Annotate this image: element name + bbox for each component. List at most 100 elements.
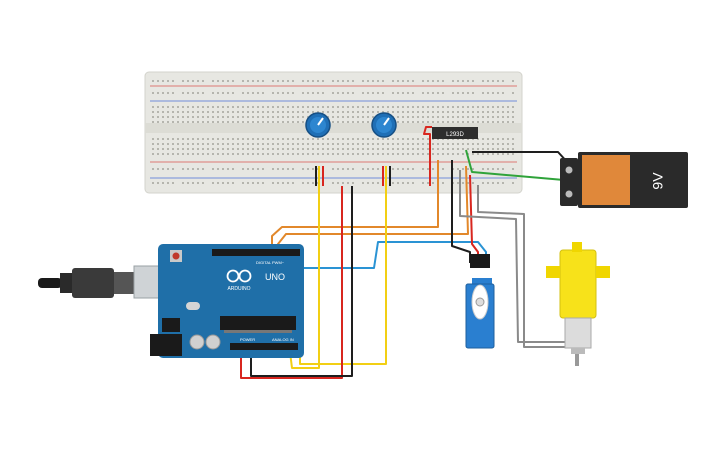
breadboard-hole [387, 153, 389, 155]
breadboard-hole [402, 168, 404, 170]
breadboard-hole [222, 168, 224, 170]
breadboard-hole [252, 80, 254, 82]
breadboard-hole [222, 143, 224, 145]
wire-yellow-1[interactable] [289, 166, 320, 369]
breadboard-hole [297, 143, 299, 145]
servo-motor[interactable] [465, 254, 495, 349]
breadboard-hole [187, 143, 189, 145]
breadboard-hole [252, 92, 254, 94]
breadboard-hole [187, 121, 189, 123]
wire-blue[interactable] [283, 241, 487, 269]
breadboard-hole [292, 153, 294, 155]
breadboard-hole [262, 92, 264, 94]
power-analog-header[interactable] [230, 343, 298, 350]
breadboard-hole [462, 121, 464, 123]
breadboard-hole [197, 153, 199, 155]
breadboard-hole [437, 111, 439, 113]
dc-motor[interactable] [546, 242, 610, 366]
potentiometer-2[interactable] [371, 112, 397, 138]
breadboard-hole [282, 80, 284, 82]
breadboard-hole [352, 143, 354, 145]
breadboard-hole [492, 121, 494, 123]
wire-red[interactable] [423, 126, 432, 186]
breadboard-hole [422, 143, 424, 145]
digital-header[interactable] [212, 249, 300, 256]
breadboard-hole [207, 111, 209, 113]
breadboard-hole [332, 148, 334, 150]
breadboard-hole [332, 153, 334, 155]
breadboard-hole [497, 80, 499, 82]
breadboard-hole [347, 116, 349, 118]
breadboard-hole [357, 148, 359, 150]
breadboard-hole [167, 148, 169, 150]
breadboard-hole [192, 106, 194, 108]
breadboard-hole [337, 168, 339, 170]
breadboard-hole [247, 80, 249, 82]
breadboard-hole [472, 143, 474, 145]
breadboard-hole [182, 106, 184, 108]
breadboard-hole [477, 121, 479, 123]
breadboard-hole [222, 106, 224, 108]
wire-red-power[interactable] [240, 186, 343, 379]
battery-9v[interactable]: 9V [560, 152, 688, 208]
breadboard-hole [362, 92, 364, 94]
wire-black-ground[interactable] [250, 186, 353, 377]
breadboard-hole [512, 106, 514, 108]
breadboard-hole [487, 80, 489, 82]
breadboard-hole [247, 116, 249, 118]
breadboard-hole [342, 153, 344, 155]
breadboard-hole [312, 153, 314, 155]
breadboard-hole [262, 106, 264, 108]
potentiometer-1[interactable] [305, 112, 331, 138]
breadboard-hole [192, 148, 194, 150]
breadboard-hole [362, 106, 364, 108]
usb-cable[interactable] [38, 265, 165, 299]
breadboard-hole [437, 116, 439, 118]
l293d-chip[interactable]: L293D [432, 127, 478, 139]
breadboard-hole [207, 121, 209, 123]
breadboard-hole [212, 168, 214, 170]
wire-orange-1[interactable] [271, 160, 439, 258]
wire-battery-green[interactable] [465, 149, 565, 181]
breadboard-hole [277, 106, 279, 108]
breadboard-hole [247, 121, 249, 123]
breadboard-hole [227, 121, 229, 123]
wire-motor-gray-2[interactable] [477, 185, 568, 348]
breadboard-hole [162, 116, 164, 118]
breadboard-hole [402, 92, 404, 94]
breadboard-hole [242, 111, 244, 113]
breadboard-hole [362, 148, 364, 150]
breadboard-hole [352, 153, 354, 155]
breadboard-hole [482, 116, 484, 118]
breadboard-hole [327, 148, 329, 150]
breadboard-hole [227, 116, 229, 118]
breadboard-hole [227, 153, 229, 155]
breadboard-hole [187, 80, 189, 82]
breadboard-hole [247, 153, 249, 155]
breadboard-hole [307, 80, 309, 82]
breadboard-hole [212, 106, 214, 108]
breadboard-hole [157, 111, 159, 113]
breadboard-hole [177, 111, 179, 113]
breadboard-hole [232, 116, 234, 118]
breadboard-hole [177, 153, 179, 155]
breadboard-hole [157, 153, 159, 155]
breadboard-hole [362, 138, 364, 140]
breadboard-hole [192, 116, 194, 118]
breadboard-hole [477, 148, 479, 150]
breadboard-hole [507, 121, 509, 123]
breadboard-hole [402, 148, 404, 150]
breadboard-hole [512, 116, 514, 118]
wire-motor-gray-1[interactable] [459, 170, 568, 343]
breadboard-hole [427, 153, 429, 155]
breadboard-hole [442, 92, 444, 94]
arduino-logo-icon [238, 269, 252, 283]
breadboard-hole [417, 106, 419, 108]
breadboard-hole [267, 153, 269, 155]
battery-terminal-icon [565, 190, 573, 198]
breadboard-hole [512, 182, 514, 184]
breadboard-hole [222, 80, 224, 82]
breadboard-hole [192, 153, 194, 155]
arduino-uno[interactable]: ARDUINO UNO DIGITAL PWM~ POWER ANALOG IN [150, 244, 304, 358]
breadboard-hole [417, 153, 419, 155]
